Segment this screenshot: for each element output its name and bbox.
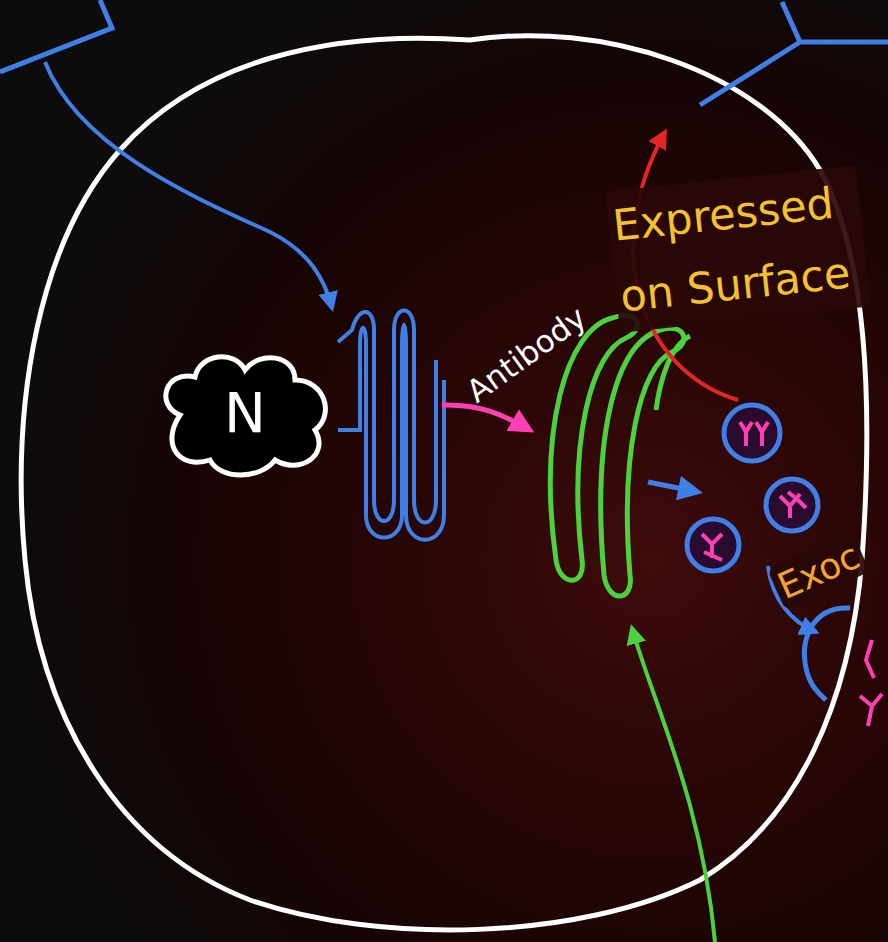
antibody-transport-arrow: [442, 405, 530, 430]
annotation-label: Antibody: [456, 297, 596, 413]
incoming-arrow: [45, 62, 332, 308]
vesicle: [766, 479, 818, 531]
vesicle: [687, 519, 739, 571]
golgi-cisterna: [550, 315, 637, 580]
fusing-membrane: [805, 608, 850, 700]
vesicle: [724, 405, 780, 461]
nucleus-node: N: [150, 345, 340, 480]
annotation-wrap: Expressed on Surface: [605, 165, 870, 332]
nucleus-label: N: [224, 382, 266, 444]
rough-er: [338, 311, 436, 523]
annotation-wrap: Antibody: [456, 289, 607, 413]
secreted-antibody: [860, 640, 882, 726]
vesicle-arrow: [648, 482, 698, 492]
rough-er: [338, 325, 444, 540]
nucleus-outline: [166, 357, 326, 475]
golgi-cisterna: [601, 328, 684, 596]
cell-membrane: [21, 36, 867, 930]
annotation-wrap: Exoc: [768, 530, 877, 610]
annotation-label: Expressed on Surface: [605, 165, 870, 332]
incoming-structure: [0, 0, 112, 72]
annotation-label: Exoc: [768, 532, 870, 609]
surface-antibody: [700, 2, 888, 105]
golgi-input-arrow: [632, 628, 715, 942]
